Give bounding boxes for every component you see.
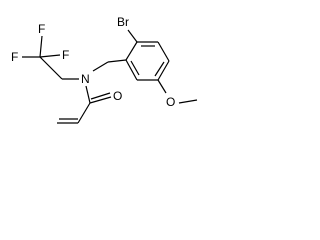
bond-carbonyl-double-1 (89, 96, 112, 104)
bond-ring-br (127, 29, 138, 43)
atom-label-o-methoxy: O (166, 95, 175, 109)
chemical-structure-diagram: F F F N O Br O (11, 15, 198, 124)
bond-ring-o-methoxy (157, 79, 167, 94)
atom-label-f-top: F (38, 22, 45, 36)
atom-label-o-carbonyl: O (113, 89, 122, 103)
atom-label-f-right: F (62, 48, 69, 62)
bond-benzyl-ch2-ring (107, 59, 127, 63)
bond-o-methyl (178, 99, 198, 104)
bond-c-f-right (39, 54, 61, 58)
atom-label-br: Br (117, 15, 129, 29)
bond-c-f-top (39, 35, 43, 58)
ring-bond-4 (157, 60, 170, 81)
bond-carbonyl-vinyl (77, 102, 91, 124)
ring-bond-6 (125, 59, 138, 81)
ring-inner-bond-2 (154, 61, 165, 77)
ring-bond-1 (125, 41, 138, 61)
ring-bond-3 (157, 41, 170, 62)
bond-carbonyl-double-2 (90, 92, 111, 100)
atom-label-n: N (81, 72, 90, 86)
bond-n-benzyl-ch2 (92, 61, 109, 72)
bond-n-carbonyl-c (85, 85, 91, 104)
ring-inner-bond-3 (130, 60, 140, 76)
atom-label-f-left: F (11, 50, 18, 64)
bond-cf3-ch2 (39, 56, 63, 80)
